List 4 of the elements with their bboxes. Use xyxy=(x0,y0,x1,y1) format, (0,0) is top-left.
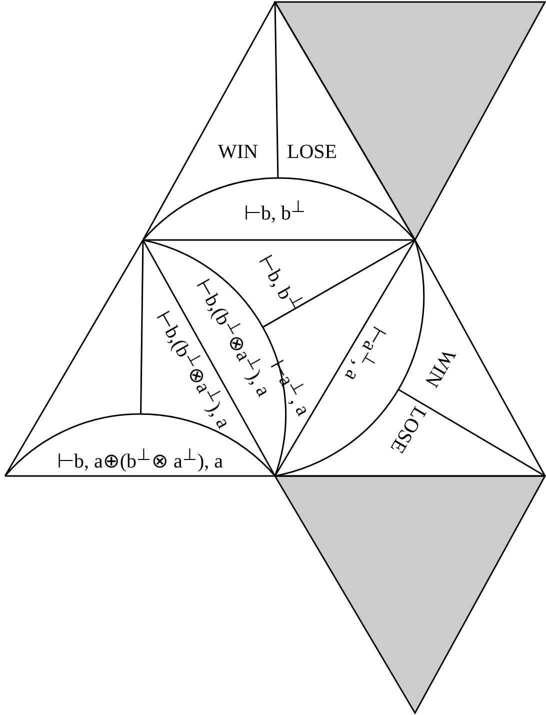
win-label: WIN xyxy=(218,141,258,163)
sequent-label: ⊢b, a⊕(b$^{⊥}$⊗ a$^{⊥}$), a xyxy=(57,444,223,472)
lose-label: LOSE xyxy=(287,141,337,163)
sequent-label: ⊢b, b$^{⊥}$ xyxy=(244,196,306,224)
